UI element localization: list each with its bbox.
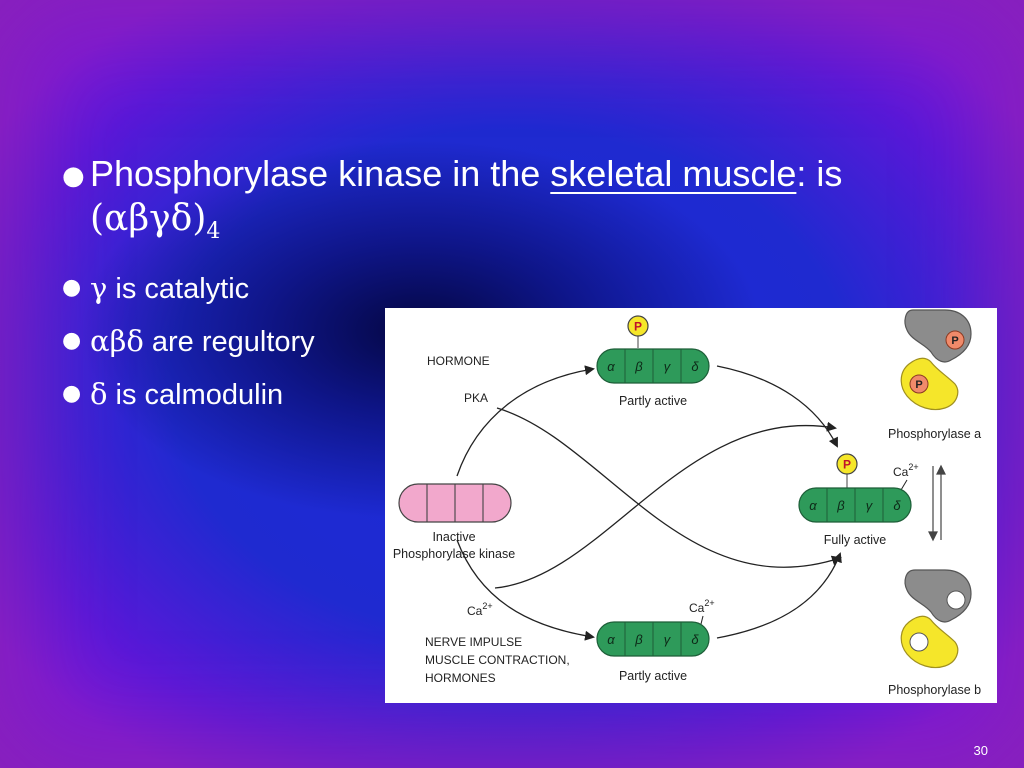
bullet-alpha-beta-delta: ● αβδ are regultory xyxy=(62,323,962,360)
bullet-text: is calmodulin xyxy=(107,379,284,411)
arrow-inactive-to-partly-bottom xyxy=(456,539,595,641)
phosphorylase-kinase-diagram: Inactive Phosphorylase kinase HORMONE PK… xyxy=(385,308,997,703)
partly-active-kinase-top: P α β γ δ xyxy=(596,315,710,384)
phosphorylase-a-icon: P P xyxy=(900,309,972,411)
bullet-delta: ● δ is calmodulin xyxy=(62,376,962,413)
subunit-beta: β xyxy=(634,632,643,647)
inactive-label-2: Phosphorylase kinase xyxy=(393,547,515,561)
bullet-text: Phosphorylase kinase in the xyxy=(90,153,551,194)
partly-active-label-top: Partly active xyxy=(619,394,687,408)
phosphorylase-b-label: Phosphorylase b xyxy=(888,683,981,697)
phosphate-p: P xyxy=(951,335,958,347)
inactive-phosphorylase-kinase xyxy=(398,483,512,523)
muscle-contraction-label: MUSCLE CONTRACTION, xyxy=(425,653,570,667)
arrow-crossing-bottom-to-fully xyxy=(494,421,837,589)
phosphate-p: P xyxy=(843,458,851,472)
greek-symbol: γ xyxy=(90,271,108,305)
ca-fully-label: Ca2+ xyxy=(893,462,919,479)
bullet-text: are regultory xyxy=(143,326,315,358)
bullet-gamma: ● γ is catalytic xyxy=(62,270,962,307)
ca-bottom-label: Ca2+ xyxy=(689,598,715,615)
partly-active-label-bottom: Partly active xyxy=(619,669,687,683)
bullet-text-post: : is xyxy=(796,153,843,194)
bullet-list: ● Phosphorylase kinase in the skeletal m… xyxy=(62,152,962,413)
pka-label: PKA xyxy=(464,391,488,405)
arrow-ca-to-fully-subunit xyxy=(900,479,908,491)
fully-active-kinase: P α β γ δ xyxy=(798,453,912,523)
equilibrium-arrows xyxy=(928,464,946,542)
phosphate-p: P xyxy=(634,320,642,334)
bullet-dot: ● xyxy=(62,275,82,300)
subunit-alpha: α xyxy=(607,359,615,374)
arrow-inactive-to-partly-top xyxy=(456,365,595,477)
subunit-beta: β xyxy=(836,498,845,513)
subunit-formula-subscript: 4 xyxy=(206,219,221,244)
phosphate-p: P xyxy=(915,379,922,391)
subunit-delta: δ xyxy=(691,632,699,647)
subunit-delta: δ xyxy=(893,498,901,513)
subunit-beta: β xyxy=(634,359,643,374)
bullet-underlined-text: skeletal muscle xyxy=(550,153,797,194)
partly-active-kinase-bottom: α β γ δ xyxy=(596,621,710,657)
pathway-arrows xyxy=(456,365,908,641)
bullet-dot: ● xyxy=(62,381,82,406)
inactive-label: Inactive xyxy=(432,530,475,544)
fully-active-label: Fully active xyxy=(824,533,887,547)
phosphorylase-a-label: Phosphorylase a xyxy=(888,427,981,441)
bullet-phosphorylase-kinase: ● Phosphorylase kinase in the skeletal m… xyxy=(62,152,962,254)
bullet-text: is catalytic xyxy=(107,273,250,305)
phosphorylase-b-icon xyxy=(900,569,972,669)
arrow-partly-bottom-to-fully xyxy=(716,552,842,639)
subunit-gamma: γ xyxy=(866,498,874,513)
bullet-dot: ● xyxy=(62,328,82,353)
greek-symbol: δ xyxy=(90,377,108,411)
bullet-dot: ● xyxy=(62,161,85,191)
hormone-label: HORMONE xyxy=(427,354,490,368)
arrow-partly-top-to-fully xyxy=(716,365,838,448)
subunit-gamma: γ xyxy=(664,632,672,647)
subunit-delta: δ xyxy=(691,359,699,374)
page-number: 30 xyxy=(973,743,988,758)
hormones-label: HORMONES xyxy=(425,671,496,685)
subunit-alpha: α xyxy=(809,498,817,513)
greek-symbol: αβδ xyxy=(90,324,144,358)
nerve-impulse-label: NERVE IMPULSE xyxy=(425,635,522,649)
subunit-alpha: α xyxy=(607,632,615,647)
subunit-formula: (αβγδ) xyxy=(90,198,207,239)
arrow-crossing-top-to-fully xyxy=(496,407,842,568)
ca-left-label: Ca2+ xyxy=(467,601,493,618)
subunit-gamma: γ xyxy=(664,359,672,374)
